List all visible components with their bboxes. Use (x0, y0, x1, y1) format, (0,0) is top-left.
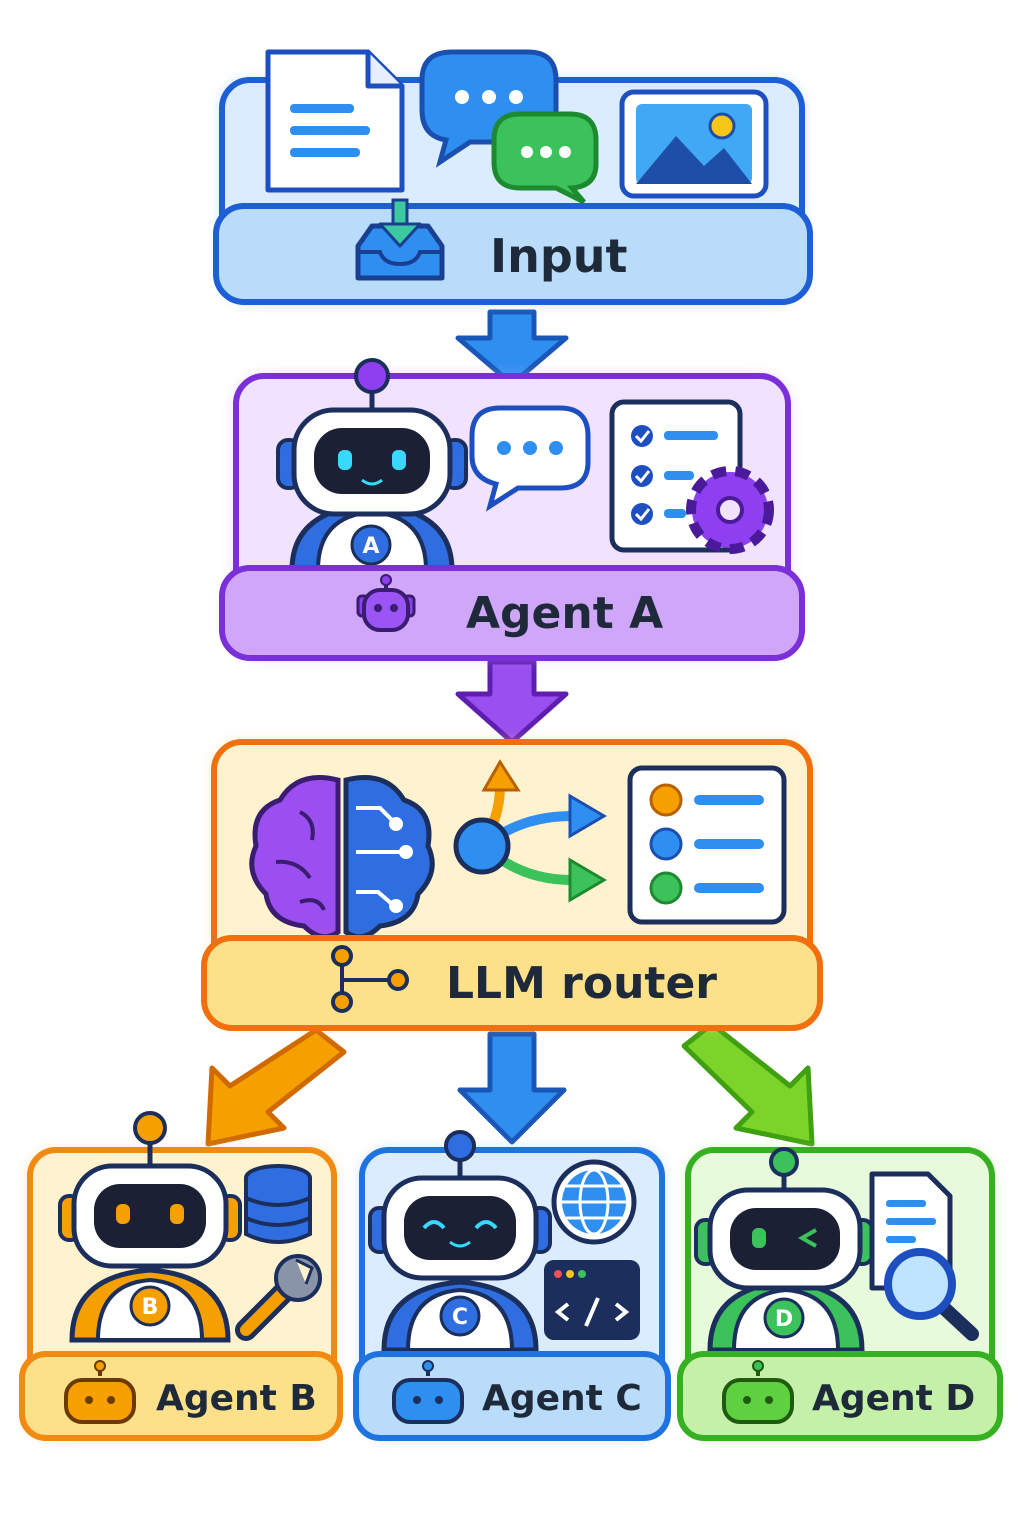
robot-head-icon (722, 1360, 794, 1424)
globe-icon (551, 1159, 637, 1245)
agent-b-label: Agent B (156, 1378, 317, 1419)
image-icon (619, 89, 769, 199)
chat-bubbles-icon (419, 49, 599, 205)
document-icon (265, 49, 405, 193)
checklist-gear-icon (609, 399, 774, 554)
robot-icon: C (368, 1130, 552, 1353)
inbox-download-icon (355, 198, 445, 281)
document-search-icon (869, 1171, 979, 1341)
code-window-icon (544, 1260, 640, 1340)
arrow-router-to-agent-c (457, 1031, 567, 1145)
database-icon (244, 1164, 312, 1244)
agent-c-node: C Agent C (353, 1130, 671, 1441)
agent-b-badge: B (142, 1295, 159, 1320)
robot-head-icon (356, 574, 416, 632)
agent-c-label: Agent C (482, 1378, 642, 1419)
route-nodes-icon (331, 945, 409, 1013)
llm-router-node: LLM router (201, 739, 823, 1031)
priority-list-icon (627, 765, 787, 925)
agent-c-badge: C (452, 1305, 468, 1330)
arrow-router-to-agent-b (205, 1027, 347, 1147)
agent-d-badge: D (775, 1307, 793, 1332)
agent-a-node: A (219, 358, 805, 661)
arrow-router-to-agent-d (681, 1021, 815, 1147)
agent-a-label: Agent A (466, 588, 663, 639)
agent-d-node: D Agent D (677, 1147, 1003, 1441)
agent-a-badge: A (362, 534, 379, 559)
arrow-input-to-agent-a (455, 309, 569, 387)
arrow-agent-a-to-router (455, 659, 569, 745)
robot-icon: A (276, 358, 468, 573)
brain-circuit-icon (249, 775, 435, 940)
router-label: LLM router (446, 958, 717, 1009)
agent-d-label: Agent D (812, 1378, 975, 1419)
chat-bubble-icon (469, 405, 591, 512)
robot-head-icon (64, 1360, 136, 1424)
agent-b-node: B Agent B (19, 1111, 343, 1441)
input-label: Input (490, 229, 628, 283)
input-node: Input (213, 49, 813, 305)
robot-head-icon (392, 1360, 464, 1424)
wrench-icon (235, 1254, 322, 1341)
branching-arrows-icon (453, 759, 607, 903)
robot-icon: B (58, 1111, 242, 1343)
robot-icon: D (694, 1147, 874, 1353)
